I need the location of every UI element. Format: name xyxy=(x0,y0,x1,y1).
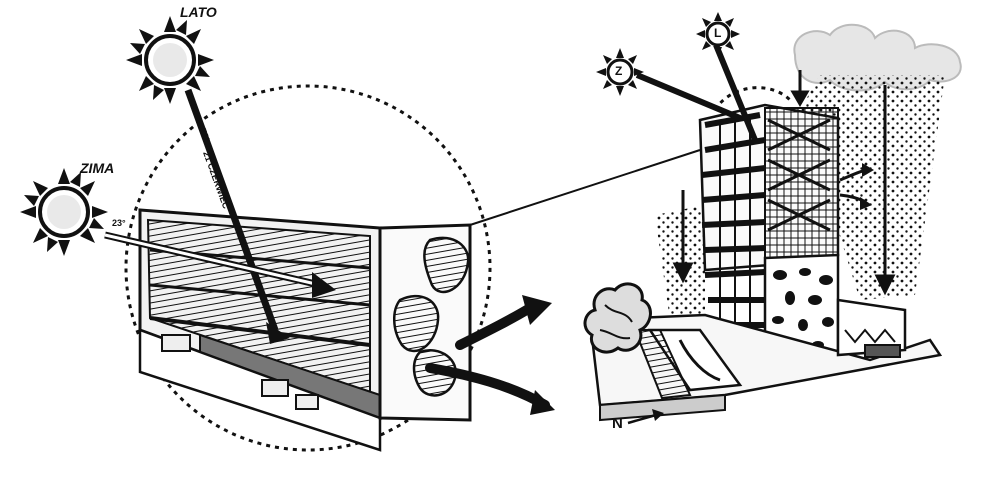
tree-icon xyxy=(585,284,650,352)
summer-sun-letter: L xyxy=(714,26,721,40)
winter-label: ZIMA xyxy=(80,160,114,176)
facade-section xyxy=(140,210,470,450)
winter-sun-letter: Z xyxy=(615,64,622,78)
winter-sun-icon xyxy=(20,168,108,256)
summer-label: LATO xyxy=(180,4,217,20)
north-label: N xyxy=(612,415,623,432)
winter-angle-label: 23° xyxy=(112,218,126,228)
summer-sun-icon xyxy=(126,16,214,104)
